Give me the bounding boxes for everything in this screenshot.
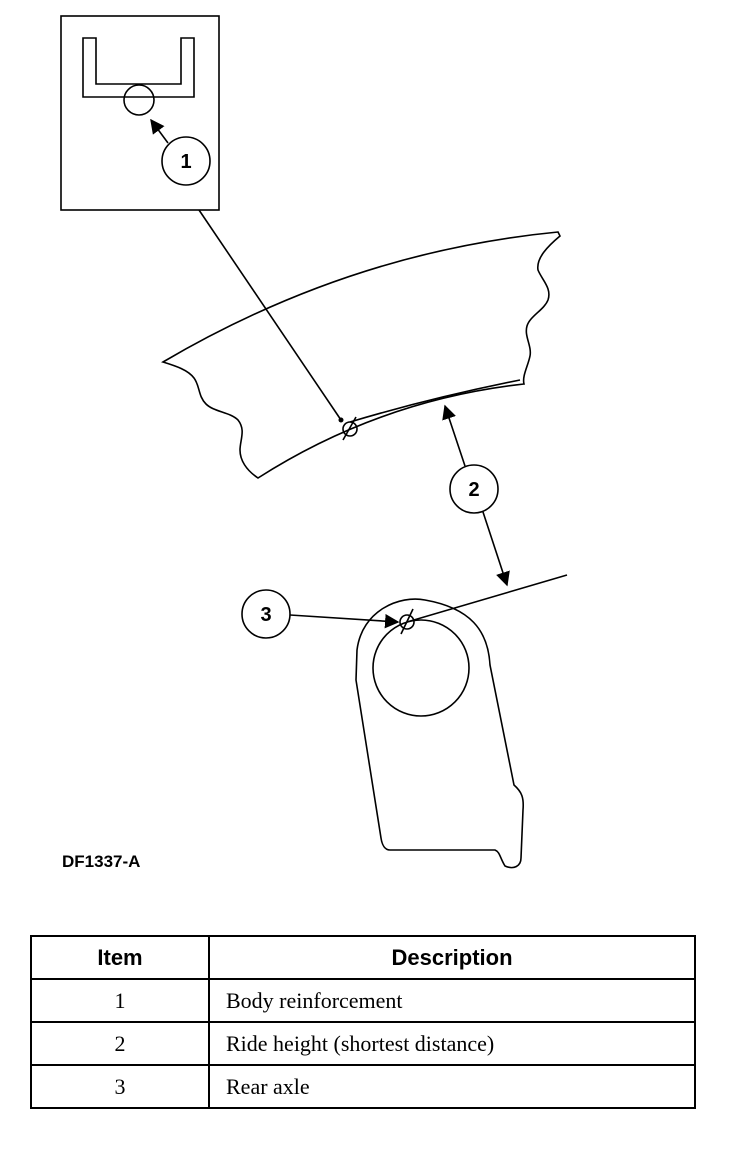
inset-channel-shape xyxy=(82,37,195,98)
inset-reinforcement-circle xyxy=(123,84,155,116)
inset-detail-box xyxy=(60,15,220,211)
legend-header-item: Item xyxy=(30,935,210,980)
body-datum-dot xyxy=(338,417,344,423)
body-reinforcement-edge xyxy=(349,379,521,423)
legend-header-description: Description xyxy=(208,935,696,980)
axle-bracket xyxy=(355,598,525,869)
axle-reference-line xyxy=(406,574,568,623)
legend-item-number: 3 xyxy=(30,1064,210,1109)
table-row: 3 Rear axle xyxy=(30,1064,696,1109)
legend-item-description: Body reinforcement xyxy=(208,978,696,1023)
legend-table: Item Description 1 Body reinforcement 2 … xyxy=(30,935,696,1109)
axle-datum-symbol xyxy=(399,608,415,635)
table-row: 1 Body reinforcement xyxy=(30,978,696,1023)
callout-2-label: 2 xyxy=(468,479,479,501)
legend-item-description: Ride height (shortest distance) xyxy=(208,1021,696,1066)
callout-2 xyxy=(442,404,510,587)
axle-circle xyxy=(372,619,470,717)
callout-3 xyxy=(241,589,400,639)
callout-1 xyxy=(150,118,211,186)
callout-1-label: 1 xyxy=(180,151,191,173)
callout-3-label: 3 xyxy=(260,604,271,626)
ride-height-diagram: 1 2 3 xyxy=(60,15,568,869)
legend-item-description: Rear axle xyxy=(208,1064,696,1109)
legend-item-number: 1 xyxy=(30,978,210,1023)
legend-item-number: 2 xyxy=(30,1021,210,1066)
legend-header-row: Item Description xyxy=(30,935,696,980)
body-datum-symbol xyxy=(342,416,358,441)
body-panel xyxy=(161,231,561,479)
table-row: 2 Ride height (shortest distance) xyxy=(30,1021,696,1066)
figure-id: DF1337-A xyxy=(62,852,141,871)
inset-leader-line xyxy=(198,209,342,421)
